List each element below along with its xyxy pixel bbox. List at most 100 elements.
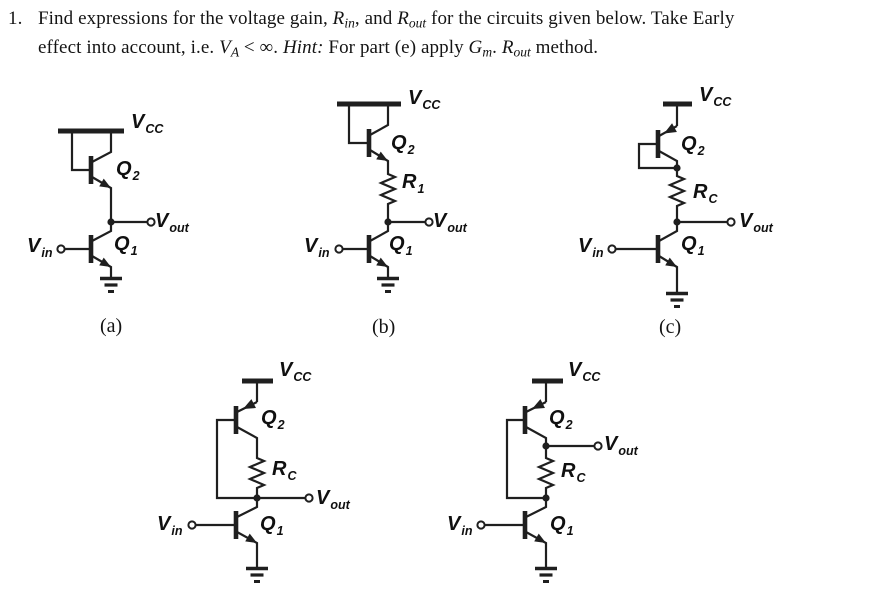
q2-label-b: Q2 [391, 133, 415, 160]
label-sub: 1 [417, 181, 425, 196]
vout-terminal [593, 441, 603, 451]
label-sub: C [708, 191, 718, 206]
q1-label-b: Q1 [389, 234, 413, 261]
emitter-lead [236, 531, 259, 567]
label-sub: CC [713, 94, 732, 109]
label-main: V [279, 359, 293, 381]
label-main: V [27, 235, 41, 257]
r-out-subscript: out [408, 15, 427, 31]
vcc-label-c: VCC [699, 85, 731, 112]
label-sub: out [753, 220, 773, 235]
label-sub: 2 [565, 417, 573, 432]
label-sub: out [447, 220, 467, 235]
base-tie-wire [637, 142, 677, 170]
vout-terminal [304, 493, 314, 503]
ground-symbol [666, 291, 688, 308]
problem-text: Find expressions for the voltage gain, [38, 8, 333, 29]
ground-symbol [377, 276, 399, 293]
label-sub: CC [293, 369, 312, 384]
q1-label-c: Q1 [681, 234, 705, 261]
q2-base-tie-wire [347, 104, 367, 145]
emitter-arrow [243, 399, 256, 409]
emitter-lead [369, 149, 390, 172]
label-main: Q [116, 158, 132, 180]
label-main: V [578, 235, 592, 257]
label-main: V [157, 513, 171, 535]
vin-label-d: Vin [157, 514, 182, 541]
emitter-arrow [376, 257, 388, 267]
q2-npn-symbol [366, 104, 390, 172]
vout-label-e: Vout [604, 434, 638, 461]
collector-lead [525, 426, 548, 446]
problem-text: for the circuits given below. Take Early [426, 8, 735, 29]
vin-label-b: Vin [304, 236, 329, 263]
q2-pnp-symbol [637, 123, 679, 170]
label-sub: 1 [566, 523, 574, 538]
problem-text: method. [530, 37, 599, 59]
emitter-arrow [245, 533, 257, 543]
label-sub: 1 [405, 243, 413, 258]
vcc-label-e: VCC [568, 360, 600, 387]
vout-label-a: Vout [155, 211, 189, 238]
label-main: R [693, 181, 708, 203]
label-main: V [155, 210, 169, 232]
label-main: R [272, 458, 287, 480]
label-sub: 1 [276, 523, 284, 538]
vcc-label-d: VCC [279, 360, 311, 387]
v-a-symbol: V [219, 37, 231, 59]
label-sub: CC [145, 121, 164, 136]
emitter-arrow [532, 399, 545, 409]
label-sub: 2 [697, 143, 705, 158]
ground-symbol [246, 566, 268, 583]
vin-terminal [187, 520, 197, 530]
label-main: Q [549, 407, 565, 429]
label-main: V [739, 210, 753, 232]
emitter-arrow [99, 178, 111, 188]
label-main: Q [261, 407, 277, 429]
collector-lead [91, 222, 113, 242]
label-main: V [433, 210, 447, 232]
vout-terminal [424, 217, 434, 227]
q2-base-tie-wire [70, 131, 90, 172]
r-out-symbol: R [501, 37, 514, 59]
circuit-b-drawing [334, 101, 434, 293]
problem-line-2: effect into account, i.e. VA < ∞. Hint: … [8, 36, 888, 65]
hint-italic: Hint: [282, 37, 324, 59]
ground-symbol [100, 276, 122, 293]
label-sub: in [171, 523, 183, 538]
label-sub: C [576, 470, 586, 485]
problem-text: For part (e) apply [323, 37, 469, 59]
label-main: Q [389, 233, 405, 255]
label-main: V [447, 513, 461, 535]
label-sub: out [330, 497, 350, 512]
collector-lead [369, 222, 390, 242]
q1-npn-symbol [88, 222, 113, 277]
label-main: V [304, 235, 318, 257]
label-sub: in [41, 245, 53, 260]
vin-terminal [334, 244, 344, 254]
vin-label-e: Vin [447, 514, 472, 541]
circuit-e-drawing [476, 378, 603, 583]
caption-a: (a) [100, 315, 123, 337]
vout-label-b: Vout [433, 211, 467, 238]
resistor-zigzag [667, 168, 687, 222]
emitter-arrow [534, 533, 546, 543]
emitter-arrow [665, 257, 677, 267]
label-sub: 2 [132, 168, 140, 183]
vcc-label-b: VCC [408, 88, 440, 115]
label-sub: out [618, 443, 638, 458]
problem-text: effect into account, i.e. [38, 37, 220, 59]
collector-lead [658, 150, 679, 168]
collector-lead [236, 498, 259, 518]
problem-line-1: 1.Find expressions for the voltage gain,… [8, 7, 888, 36]
circuit-c-drawing [607, 101, 736, 308]
label-main: Q [550, 513, 566, 535]
r-in-subscript: in [344, 15, 355, 31]
q1-label-a: Q1 [114, 234, 138, 261]
vin-label-a: Vin [27, 236, 52, 263]
vin-terminal [607, 244, 617, 254]
vin-label-c: Vin [578, 236, 603, 263]
caption-c: (c) [659, 316, 682, 338]
base-tie-wire [215, 418, 257, 500]
